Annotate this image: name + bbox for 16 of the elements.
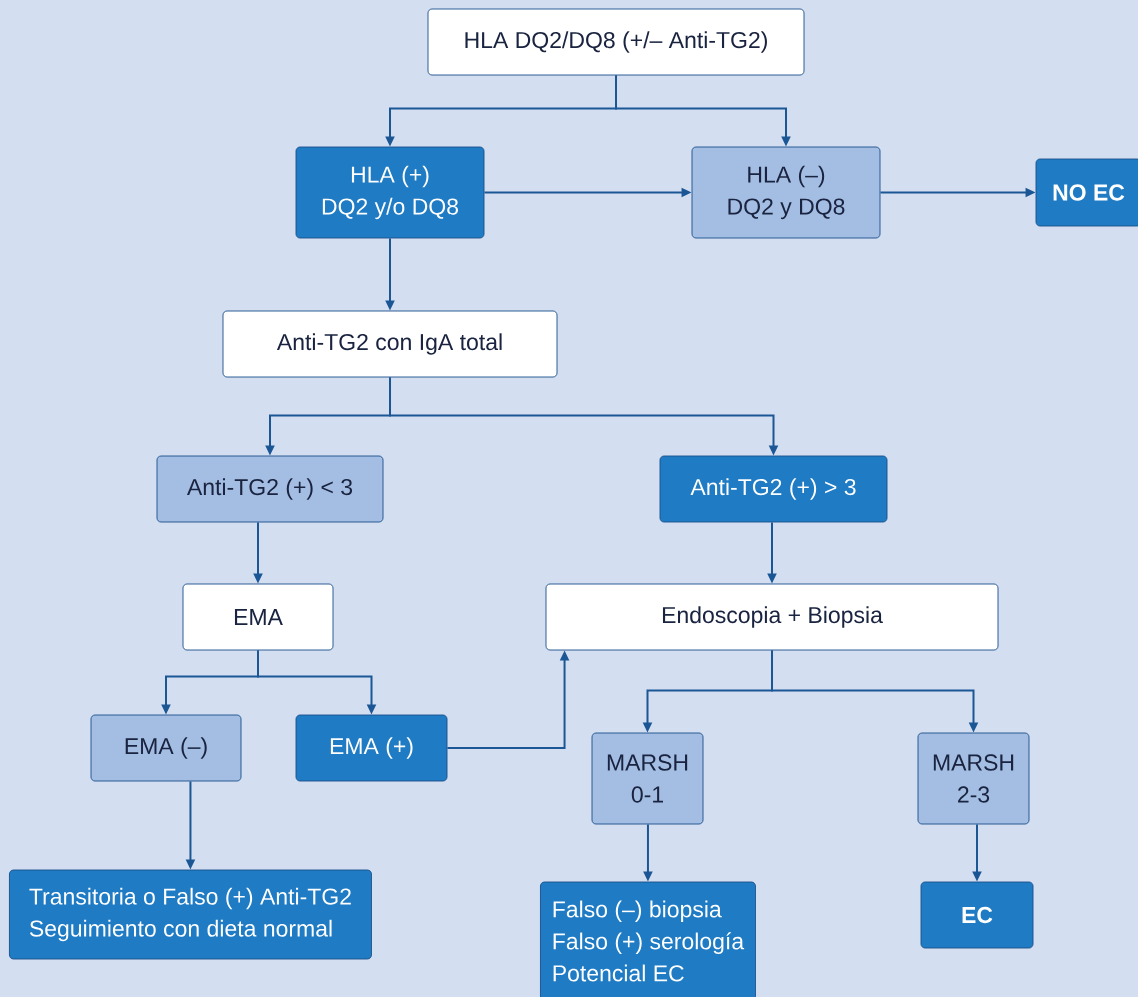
process-box: Transitoria o Falso (+) Anti-TG2 Seguimiento con dieta normal <box>9 869 372 960</box>
process-box: MARSH 2-3 <box>917 732 1030 825</box>
process-box: NO EC <box>1035 158 1138 227</box>
process-box: EMA (–) <box>90 714 242 782</box>
process-box: MARSH 0-1 <box>591 732 704 825</box>
process-box: HLA DQ2/DQ8 (+/– Anti-TG2) <box>427 8 805 76</box>
process-box: EC <box>920 881 1034 949</box>
process-box: HLA (+) DQ2 y/o DQ8 <box>295 146 485 239</box>
process-box: Anti-TG2 con IgA total <box>222 310 558 378</box>
process-box: EMA <box>182 583 334 651</box>
process-box: Anti-TG2 (+) < 3 <box>156 455 384 523</box>
process-box: HLA (–) DQ2 y DQ8 <box>691 146 881 239</box>
process-box: EMA (+) <box>295 714 448 782</box>
process-box: Endoscopia + Biopsia <box>545 583 999 651</box>
process-box: Anti-TG2 (+) > 3 <box>659 455 888 523</box>
process-box: Falso (–) biopsia Falso (+) serología Potencial EC <box>540 881 756 997</box>
